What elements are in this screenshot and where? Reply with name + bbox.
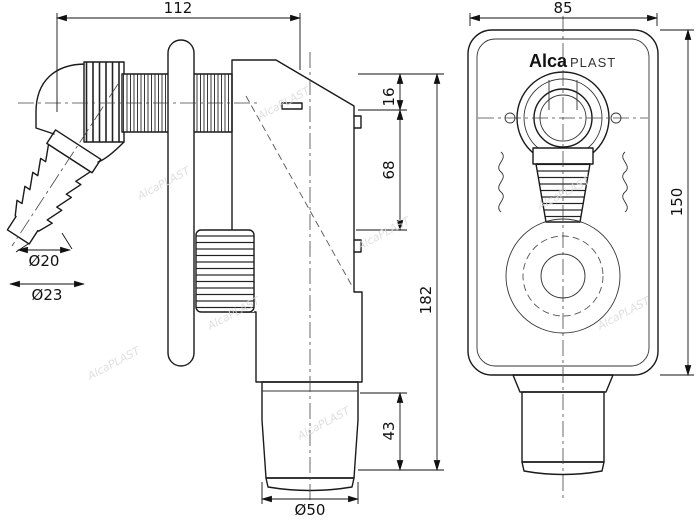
elbow [35,63,87,135]
elbow-nut [83,61,125,143]
body-slot [281,102,303,110]
watermark-text: AlcaPLAST [254,84,313,123]
dim-dia50-label: Ø50 [295,501,326,519]
dim-85-label: 85 [553,0,572,17]
squiggle-left [498,151,504,213]
union-nut [195,229,255,313]
dim-16-label: 16 [380,87,398,106]
brand-logo-bold: Alca [529,51,568,71]
dim-68-label: 68 [380,160,398,179]
brand-logo-light: PLAST [570,55,616,70]
side-view [6,39,363,492]
dim-dia20-label: Ø20 [29,252,60,270]
watermark-text: AlcaPLAST [594,294,653,333]
clip-bottom [353,239,362,253]
outlet-cap [265,477,355,492]
dimensions: 112 85 16 68 43 182 150 Ø20 Ø23 [8,0,694,519]
hose-barb [6,129,102,245]
front-outlet-flange [512,374,614,393]
dim-dia23-label: Ø23 [32,286,63,304]
dim-43-label: 43 [380,421,398,440]
watermark-text: AlcaPLAST [294,404,353,443]
squiggle-right [622,151,628,213]
clip-top [353,115,362,129]
dim-182-label: 182 [417,286,435,315]
hidden-line [245,95,353,287]
dim-112-label: 112 [164,0,193,17]
watermark-text: AlcaPLAST [84,344,143,383]
watermark-text: AlcaPLAST [354,214,413,253]
wall-flange [167,39,195,367]
centerlines [11,16,648,505]
dim-150-label: 150 [668,188,686,217]
